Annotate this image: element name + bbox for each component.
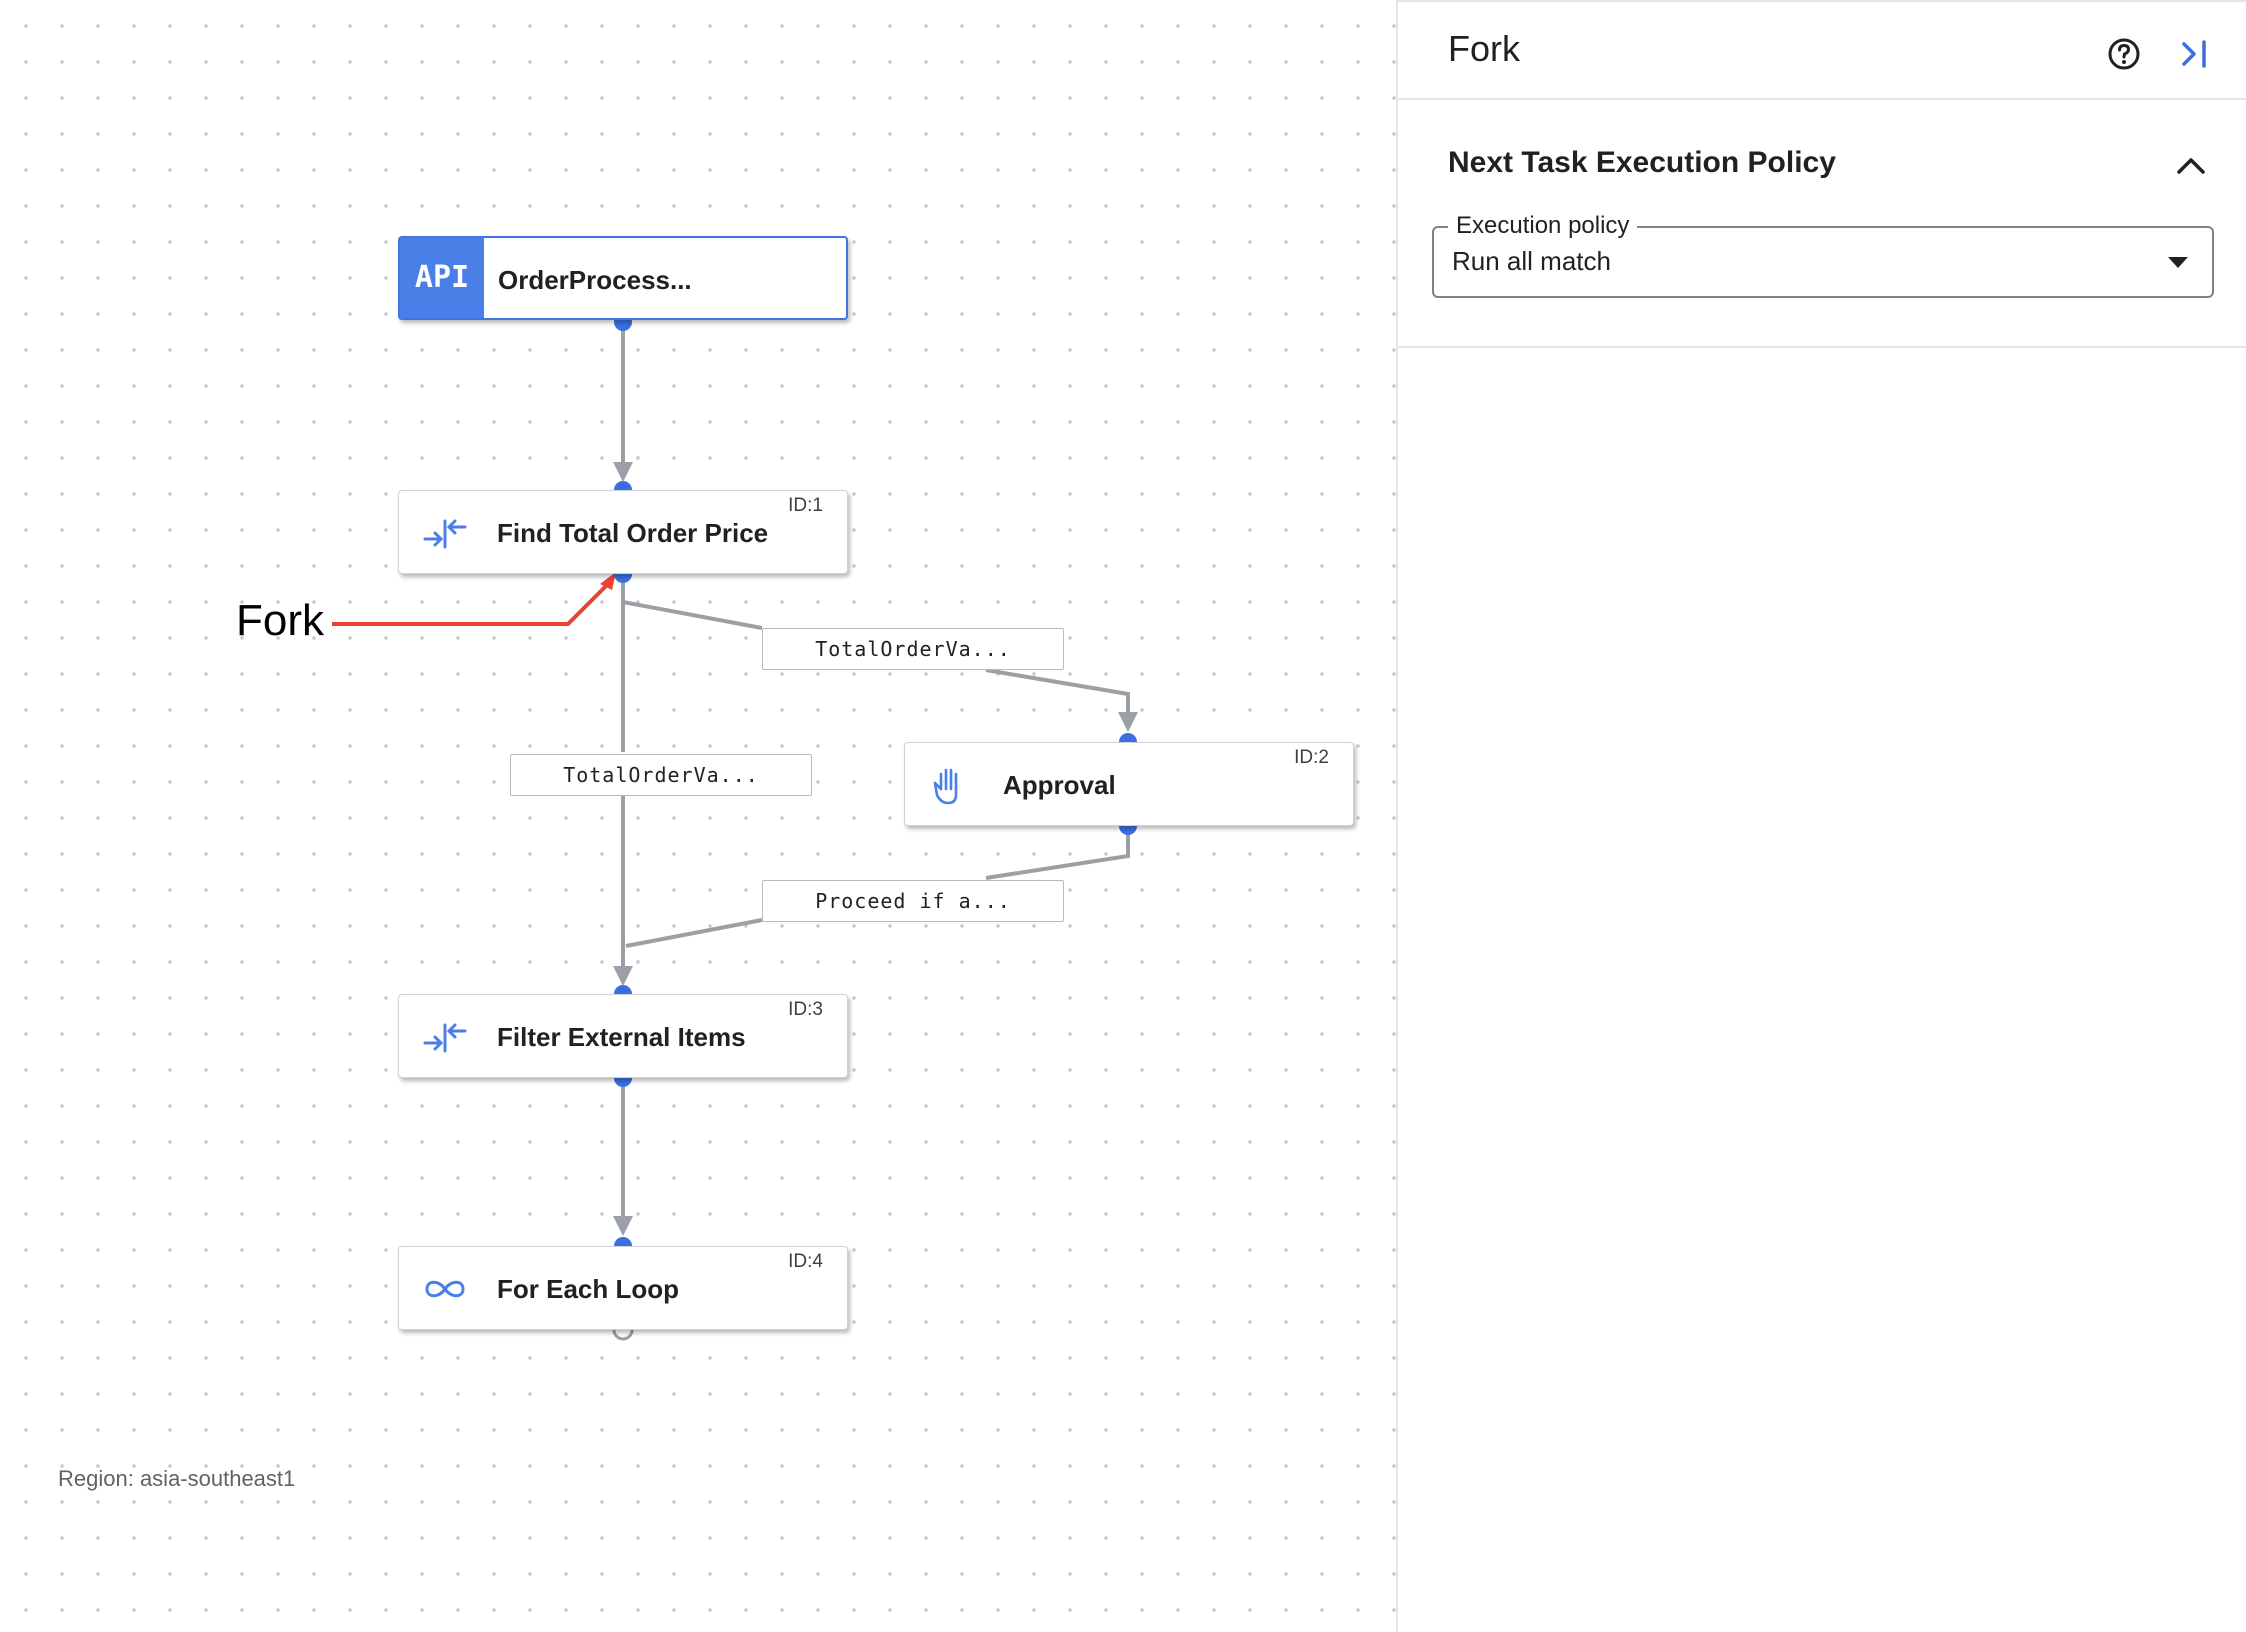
- collapse-panel-icon[interactable]: [2178, 36, 2214, 72]
- node-title: Approval: [1003, 770, 1116, 800]
- api-trigger-node[interactable]: API OrderProcess...: [398, 236, 848, 320]
- integration-canvas[interactable]: API OrderProcess... Find Total Order Pri…: [0, 0, 1396, 1632]
- region-label: Region: asia-southeast1: [58, 1466, 296, 1491]
- fork-annotation-label: Fork: [236, 596, 324, 645]
- task-node-for-each-loop[interactable]: For Each Loop ID:4: [398, 1246, 848, 1330]
- edge-find-to-approval[interactable]: [622, 600, 1130, 718]
- node-title: Find Total Order Price: [497, 518, 769, 548]
- fork-annotation-arrow: [332, 572, 616, 626]
- dropdown-arrow-icon: [2168, 257, 2188, 268]
- section-title: Next Task Execution Policy: [1448, 146, 1836, 179]
- data-mapping-icon: [423, 1023, 467, 1053]
- node-title: For Each Loop: [497, 1274, 679, 1304]
- task-config-panel: Fork Next Task Execution Policy Executio…: [1396, 0, 2246, 1632]
- help-icon[interactable]: [2106, 36, 2142, 72]
- next-task-execution-policy-section: Next Task Execution Policy Execution pol…: [1398, 100, 2246, 348]
- execution-policy-select[interactable]: Execution policy Run all match: [1432, 212, 2214, 298]
- node-id: ID:4: [788, 1251, 823, 1272]
- node-id: ID:3: [788, 999, 823, 1020]
- hand-icon: [933, 768, 958, 805]
- edge-approval-to-filter[interactable]: [625, 826, 1130, 948]
- edge-condition-label[interactable]: TotalOrderVa...: [762, 628, 1064, 670]
- chevron-up-icon[interactable]: [2174, 150, 2208, 180]
- panel-title: Fork: [1448, 28, 1520, 69]
- loop-icon: [425, 1280, 465, 1298]
- node-id: ID:2: [1294, 747, 1329, 768]
- task-node-filter-external-items[interactable]: Filter External Items ID:3: [398, 994, 848, 1078]
- task-node-find-total-order-price[interactable]: Find Total Order Price ID:1: [398, 490, 848, 574]
- data-mapping-icon: [423, 519, 467, 549]
- node-title: OrderProcess...: [498, 265, 692, 295]
- node-title: Filter External Items: [497, 1022, 746, 1052]
- execution-policy-label: Execution policy: [1448, 212, 1638, 240]
- task-node-approval[interactable]: Approval ID:2: [904, 742, 1354, 826]
- panel-header: Fork: [1398, 0, 2246, 100]
- edge-condition-label[interactable]: Proceed if a...: [762, 880, 1064, 922]
- node-id: ID:1: [788, 495, 823, 516]
- execution-policy-value: Run all match: [1452, 246, 1611, 276]
- edge-condition-label[interactable]: TotalOrderVa...: [510, 754, 812, 796]
- api-badge: API: [400, 238, 484, 318]
